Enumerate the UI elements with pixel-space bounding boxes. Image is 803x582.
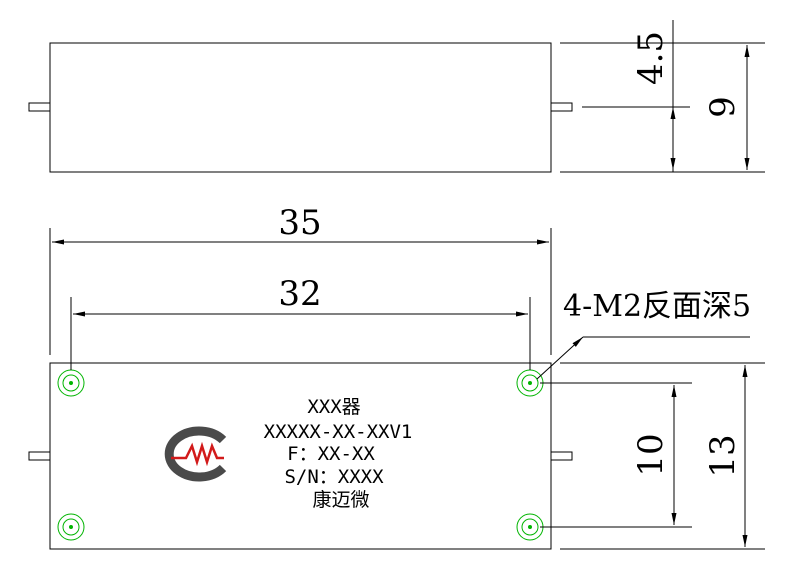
front-right-pin	[550, 102, 573, 112]
width-extension-lines	[540, 362, 765, 550]
front-body	[49, 42, 552, 173]
company-name: 康迈微	[312, 489, 369, 511]
product-name: XXX器	[307, 396, 360, 418]
serial-number: S/N：XXXX	[284, 466, 384, 488]
hole-callout-text: 4-M2反面深5	[563, 289, 751, 324]
height-label: 9	[703, 96, 743, 118]
hole-callout-leader	[536, 336, 750, 380]
overall-length-label: 35	[278, 203, 321, 243]
hole-bottom-left	[57, 513, 85, 541]
model-number: XXXXX-XX-XXV1	[264, 421, 413, 443]
top-right-pin	[550, 451, 573, 461]
frequency-range: F：XX-XX	[287, 443, 375, 465]
top-view	[28, 362, 573, 550]
hole-length-label: 32	[278, 274, 321, 314]
hole-length-dimension	[70, 297, 531, 370]
hole-top-left	[57, 369, 85, 397]
front-view	[28, 42, 573, 173]
overall-length-dimension	[49, 228, 552, 355]
top-left-pin	[28, 451, 51, 461]
company-logo	[164, 426, 227, 482]
front-left-pin	[28, 102, 51, 112]
pin-height-label: 4.5	[631, 31, 671, 85]
hole-width-label: 10	[631, 433, 671, 476]
hole-top-right	[516, 369, 544, 397]
overall-width-label: 13	[703, 434, 743, 477]
product-label: XXX器 XXXXX-XX-XXV1 F：XX-XX S/N：XXXX 康迈微	[264, 396, 413, 511]
hole-bottom-right	[516, 513, 544, 541]
